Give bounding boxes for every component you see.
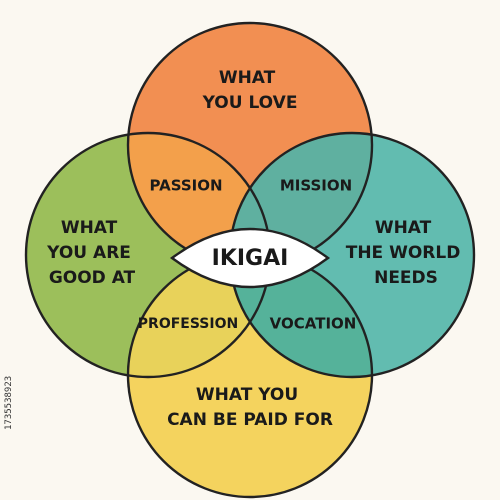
label-passion: PASSION <box>149 177 222 195</box>
label-paid-for: WHAT YOU CAN BE PAID FOR <box>167 385 333 430</box>
stock-id-text: 1735538923 <box>4 376 14 430</box>
label-mission: MISSION <box>280 177 352 195</box>
label-profession: PROFESSION <box>138 316 238 332</box>
label-ikigai: IKIGAI <box>212 246 289 271</box>
label-good-at: WHAT YOU ARE GOOD AT <box>46 218 137 288</box>
label-what-you-love: WHAT YOU LOVE <box>202 68 298 113</box>
label-world-needs: WHAT THE WORLD NEEDS <box>346 218 467 288</box>
label-vocation: VOCATION <box>270 315 357 333</box>
ikigai-core-shape <box>169 227 331 289</box>
